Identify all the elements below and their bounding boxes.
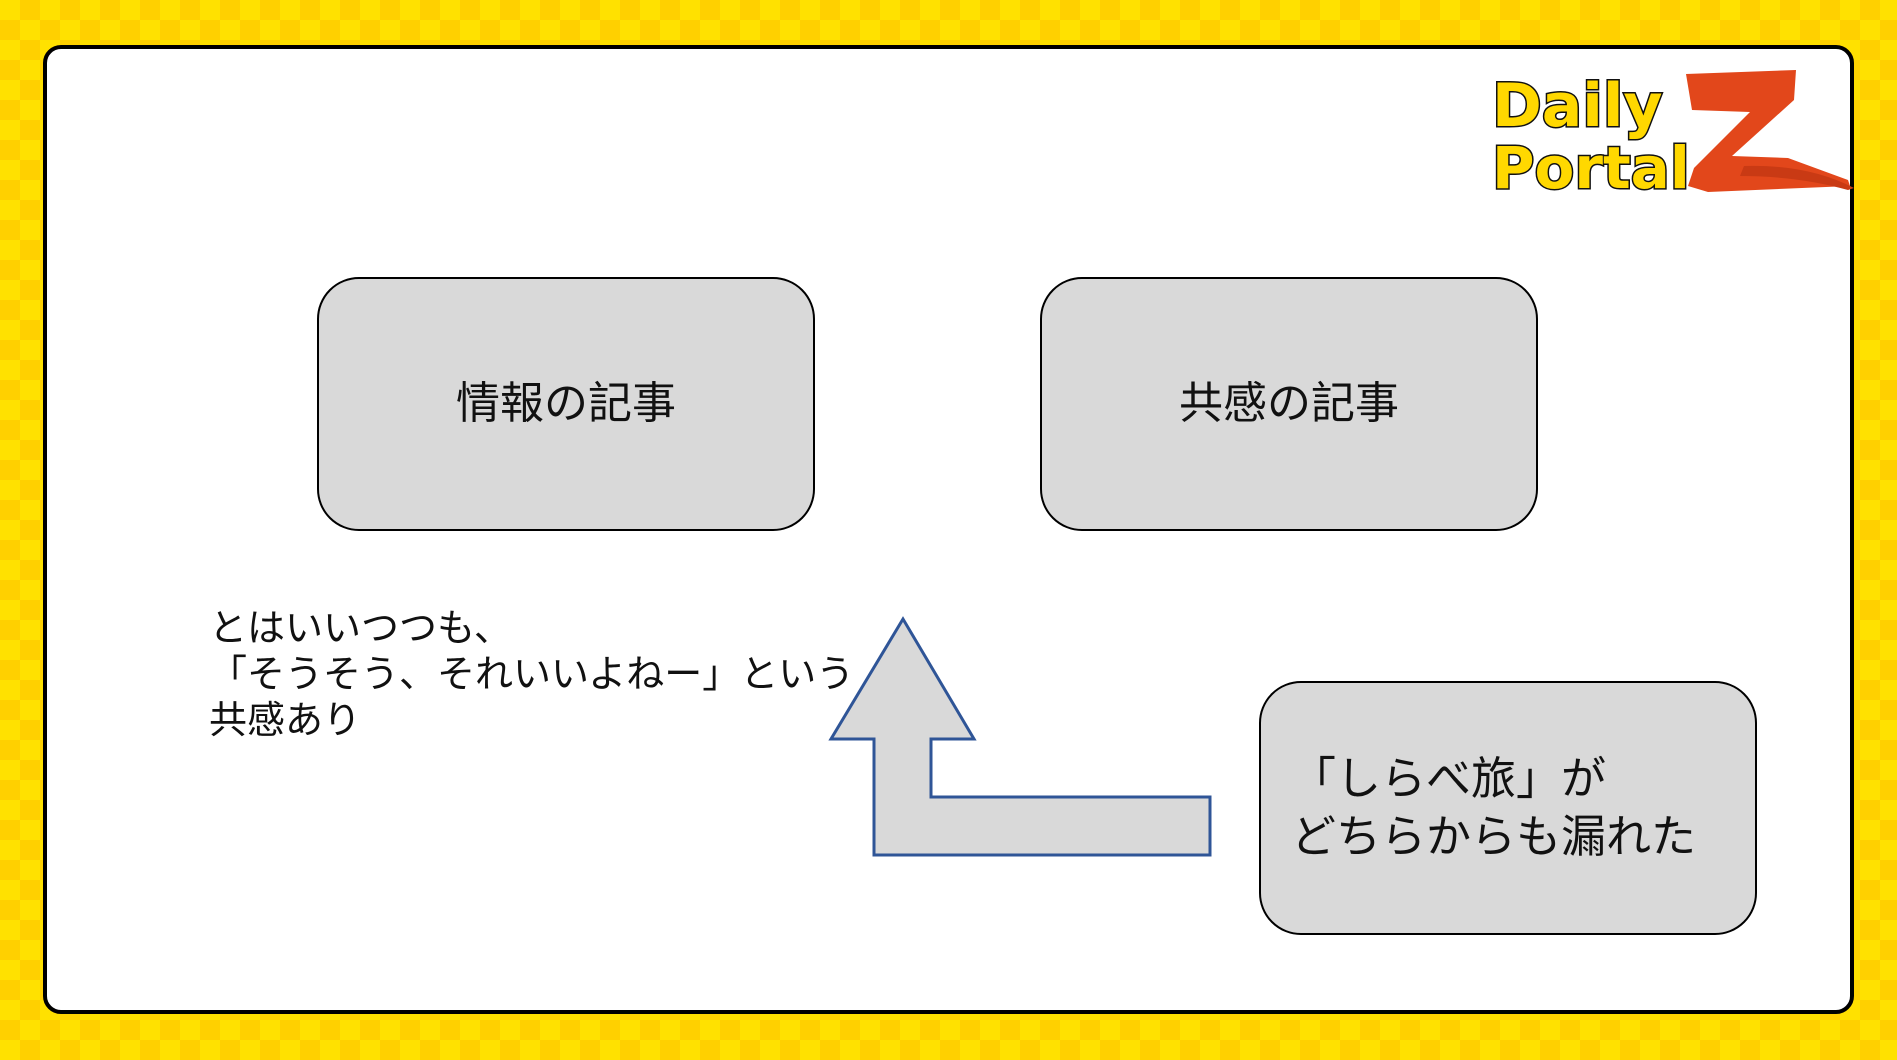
empathy-note-line-2: 「そうそう、それいいよねー」という	[209, 652, 855, 696]
empathy-note-line-3: 共感あり	[209, 698, 362, 742]
empathy-article-box: 共感の記事	[1040, 277, 1538, 531]
slide-canvas: 情報の記事 共感の記事 「しらべ旅」が どちらからも漏れた とはいいつつも、 「…	[43, 45, 1854, 1014]
logo-wordmark: Daily Portal	[1491, 70, 1692, 204]
bent-arrow-up-icon	[828, 616, 1212, 857]
empathy-note-line-1: とはいいつつも、	[209, 606, 512, 650]
arrow-shape	[828, 616, 1212, 857]
logo-line-portal: Portal	[1492, 134, 1690, 202]
info-article-box: 情報の記事	[317, 277, 815, 531]
logo-line-daily: Daily	[1492, 71, 1663, 141]
empathy-note: とはいいつつも、 「そうそう、それいいよねー」という 共感あり	[209, 605, 854, 743]
info-article-label: 情報の記事	[456, 378, 676, 430]
logo-z-mark	[1686, 70, 1854, 192]
daily-portal-z-logo: Daily Portal	[1491, 70, 1854, 204]
shirabe-tabi-line-1: 「しらべ旅」が	[1291, 751, 1607, 805]
shirabe-tabi-box: 「しらべ旅」が どちらからも漏れた	[1259, 681, 1757, 935]
shirabe-tabi-line-2: どちらからも漏れた	[1291, 810, 1697, 863]
shirabe-tabi-text: 「しらべ旅」が どちらからも漏れた	[1291, 750, 1696, 867]
empathy-article-label: 共感の記事	[1179, 378, 1399, 430]
